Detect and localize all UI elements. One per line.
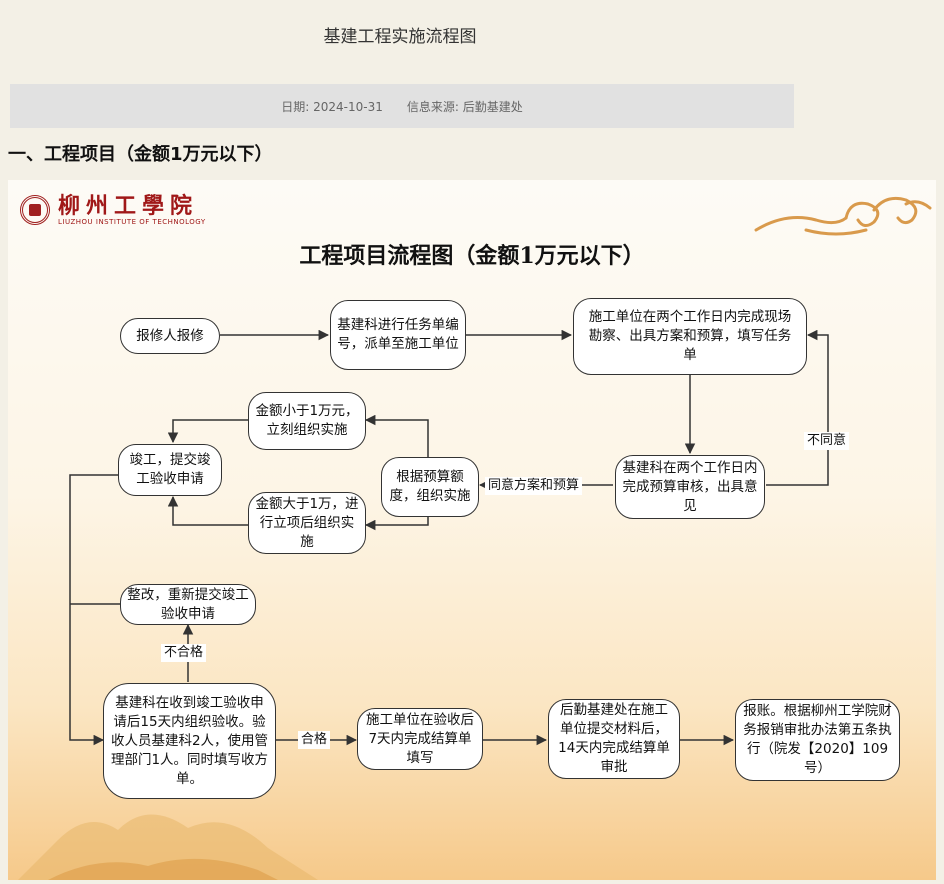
source-value: 后勤基建处 xyxy=(462,99,523,114)
source-label: 信息来源: xyxy=(406,99,459,114)
date-info: 日期: 2024-10-31 xyxy=(281,98,383,115)
page-title: 基建工程实施流程图 xyxy=(323,27,477,47)
poster-title: 工程项目流程图（金额1万元以下） xyxy=(299,243,645,269)
label-disagree: 不同意 xyxy=(804,432,850,450)
date-value: 2024-10-31 xyxy=(313,99,383,114)
node-complete-apply: 竣工，提交竣工验收申请 xyxy=(118,444,222,496)
label-fail: 不合格 xyxy=(161,644,207,662)
date-label: 日期: xyxy=(281,99,310,114)
edge-under-complete xyxy=(167,419,248,444)
node-reimburse: 报账。根据柳州工学院财务报销审批办法第五条执行（院发【2020】109号） xyxy=(735,699,900,781)
section-heading: 一、工程项目（金额1万元以下） xyxy=(8,144,273,165)
edge-budget-over xyxy=(364,517,429,531)
edge-main-line xyxy=(69,474,118,746)
node-under-10k: 金额小于1万元，立刻组织实施 xyxy=(248,392,366,450)
cloud-ornament-icon xyxy=(754,196,932,236)
mountain-ornament-icon xyxy=(18,814,318,880)
school-logo: 柳州工學院 LIUZHOU INSTITUTE OF TECHNOLOGY xyxy=(20,194,206,226)
node-review: 基建科在两个工作日内完成预算审核，出具意见 xyxy=(615,455,765,519)
node-report: 报修人报修 xyxy=(120,318,220,354)
logo-name-cn: 柳州工學院 xyxy=(58,193,199,219)
node-budget: 根据预算额度，组织实施 xyxy=(381,457,479,517)
node-logistics: 后勤基建处在施工单位提交材料后，14天内完成结算单审批 xyxy=(548,699,680,779)
meta-bar: 日期: 2024-10-31 信息来源: 后勤基建处 xyxy=(10,84,794,128)
node-rectify: 整改，重新提交竣工验收申请 xyxy=(120,584,256,625)
edge-over-complete xyxy=(167,495,248,526)
label-pass: 合格 xyxy=(298,731,331,749)
node-settle: 施工单位在验收后7天内完成结算单填写 xyxy=(357,708,483,770)
node-survey: 施工单位在两个工作日内完成现场勘察、出具方案和预算，填写任务单 xyxy=(573,298,807,375)
logo-name-en: LIUZHOU INSTITUTE OF TECHNOLOGY xyxy=(58,218,206,226)
edge-budget-under xyxy=(364,414,429,457)
seal-icon xyxy=(20,195,50,225)
source-info: 信息来源: 后勤基建处 xyxy=(407,98,523,115)
node-over-10k: 金额大于1万，进行立项后组织实施 xyxy=(248,492,366,554)
node-inspect: 基建科在收到竣工验收申请后15天内组织验收。验收人员基建科2人，使用管理部门1人… xyxy=(103,683,276,799)
flowchart-poster: 柳州工學院 LIUZHOU INSTITUTE OF TECHNOLOGY 工程… xyxy=(8,180,936,880)
label-agree: 同意方案和预算 xyxy=(485,477,583,495)
node-assign: 基建科进行任务单编号，派单至施工单位 xyxy=(330,300,466,370)
edge-review-survey-disagree xyxy=(766,329,829,486)
